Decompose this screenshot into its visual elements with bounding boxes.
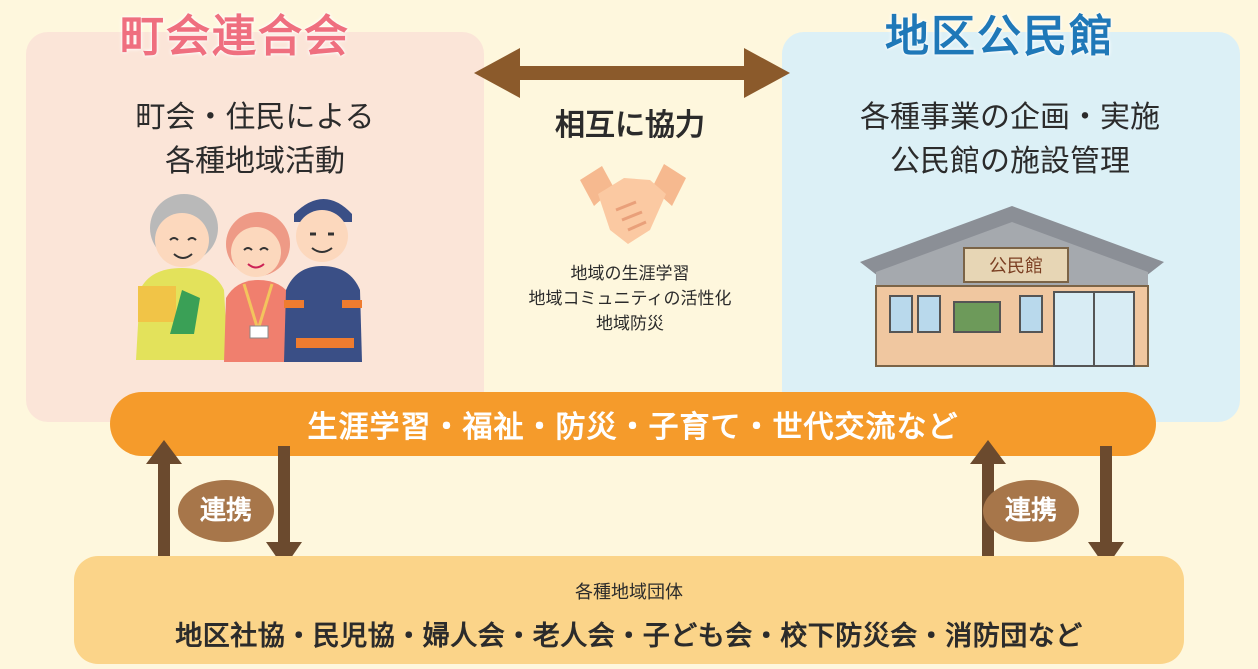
hall-sign: 公民館 [989,256,1043,277]
shared-themes-band: 生涯学習・福祉・防災・子育て・世代交流など [110,392,1156,456]
local-organizations-caption: 各種地域団体 [575,582,683,603]
mutual-cooperation-label: 相互に協力 [555,108,705,143]
right-description: 各種事業の企画・実施 公民館の施設管理 [815,96,1205,184]
right-title: 地区公民館 [885,11,1115,62]
left-desc-line2: 各種地域活動 [165,144,345,179]
center-list: 地域の生涯学習 地域コミュニティの活性化 地域防災 [490,262,770,337]
local-organizations-box: 各種地域団体 地区社協・民児協・婦人会・老人会・子ども会・校下防災会・消防団など [74,556,1184,664]
center-item: 地域防災 [596,314,664,334]
left-title: 町会連合会 [120,11,350,62]
right-desc-line1: 各種事業の企画・実施 [860,100,1160,135]
local-organizations-list: 地区社協・民児協・婦人会・老人会・子ども会・校下防災会・消防団など [175,621,1083,652]
right-desc-line2: 公民館の施設管理 [890,144,1130,179]
collaboration-badge-left: 連携 [178,480,274,542]
center-item: 地域の生涯学習 [570,264,690,284]
collaboration-badge-right: 連携 [983,480,1079,542]
shared-themes-text: 生涯学習・福祉・防災・子育て・世代交流など [307,410,959,445]
left-description: 町会・住民による 各種地域活動 [60,96,450,184]
left-desc-line1: 町会・住民による [135,100,375,135]
center-item: 地域コミュニティの活性化 [528,289,732,309]
